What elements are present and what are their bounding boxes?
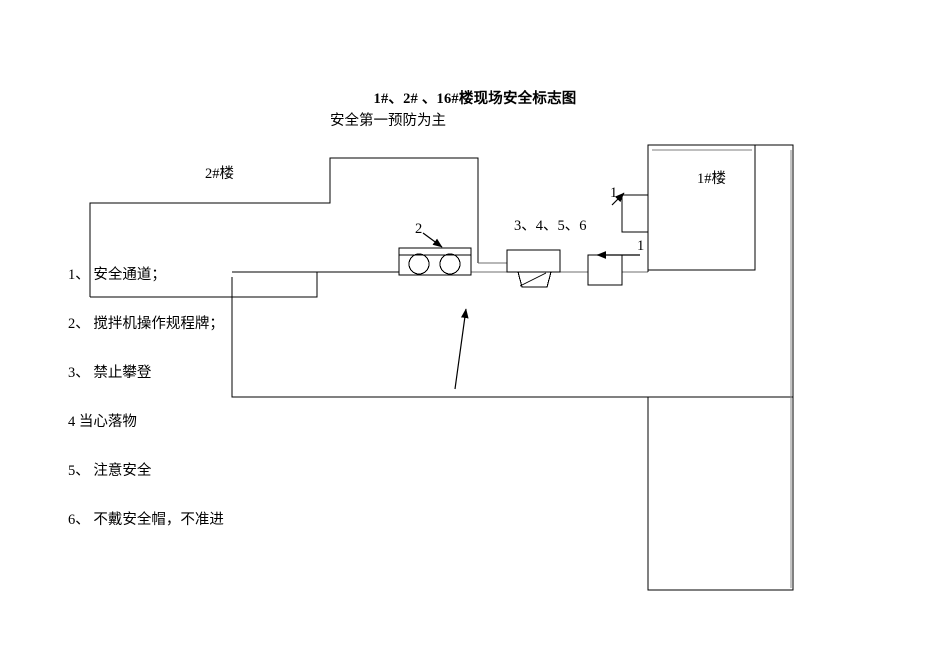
gate-box-lower xyxy=(587,254,623,286)
label-building-2: 2#楼 xyxy=(205,166,234,182)
sign-board-base xyxy=(517,271,552,288)
label-building-1: 1#楼 xyxy=(697,171,726,187)
building-2-outline xyxy=(89,157,479,297)
site-outer-boundary-right xyxy=(647,144,794,591)
legend-item: 3、 禁止攀登 xyxy=(68,365,152,381)
building-1-outline xyxy=(647,144,756,271)
central-yard-outline xyxy=(231,277,793,398)
gate-box-upper xyxy=(621,194,649,233)
inner-court-rect xyxy=(232,271,318,298)
page-title: 1#、2# 、16#楼现场安全标志图 xyxy=(373,91,577,107)
legend-item: 1、 安全通道； xyxy=(68,267,166,283)
legend-item: 5、 注意安全 xyxy=(68,463,152,479)
sign-board-diagonal xyxy=(519,272,547,287)
legend-item: 4 当心落物 xyxy=(68,414,137,430)
label-sign-group-marker: 3、4、5、6 xyxy=(514,218,587,234)
legend-item: 6、 不戴安全帽，不准进 xyxy=(68,512,224,528)
yard-entrance-arrow xyxy=(454,308,469,390)
legend-list: 1、 安全通道； 2、 搅拌机操作规程牌； 3、 禁止攀登 4 当心落物 5、 … xyxy=(68,236,224,559)
mixer-top-bar xyxy=(398,247,472,256)
label-mixer-marker: 2 xyxy=(415,221,423,237)
label-gate-marker-upper: 1 xyxy=(610,185,618,201)
label-gate-marker-lower: 1 xyxy=(637,238,645,254)
mixer-wheel-left xyxy=(408,253,430,275)
mixer-wheel-right xyxy=(439,253,461,275)
mixer-leader-arrow xyxy=(422,232,443,248)
page-subtitle: 安全第一预防为主 xyxy=(330,113,446,129)
sign-board-panel xyxy=(506,249,561,273)
gate-upper-leader-arrow xyxy=(611,192,625,206)
legend-item: 2、 搅拌机操作规程牌； xyxy=(68,316,224,332)
